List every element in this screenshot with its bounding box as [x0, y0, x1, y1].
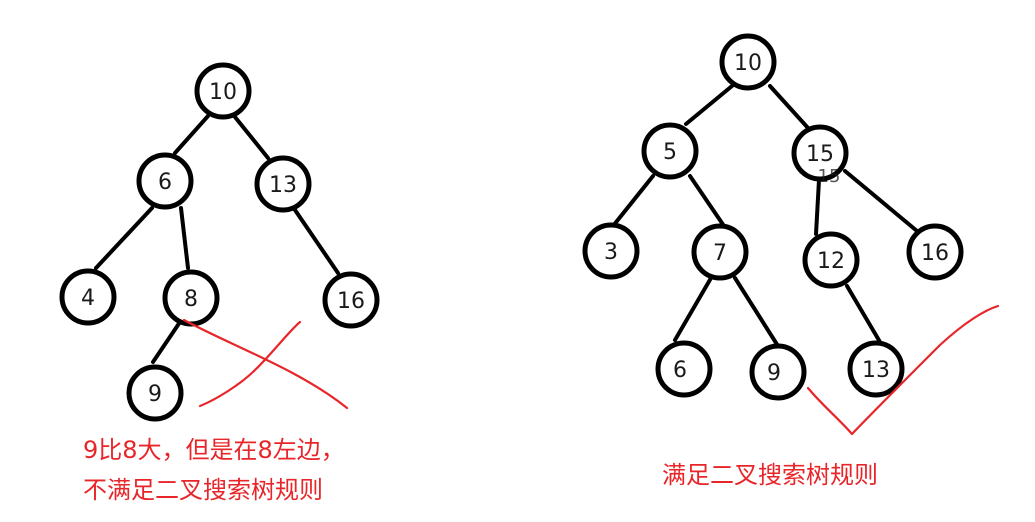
tree-node: 7	[691, 223, 749, 281]
cross-mark	[198, 320, 302, 408]
edge-12-13-right	[845, 284, 882, 344]
tree-node: 10	[194, 62, 252, 120]
edge-5-3-right	[611, 174, 655, 228]
node-label: 12	[817, 249, 845, 274]
edge-15-16-right	[843, 169, 919, 233]
node-label: 10	[209, 80, 237, 105]
node-label: 15	[806, 142, 834, 167]
node-label: 5	[663, 140, 677, 165]
node-label: 6	[158, 170, 172, 195]
check-mark	[806, 304, 1000, 436]
valid-caption: 满足二叉搜索树规则	[662, 461, 878, 489]
tree-node: 6	[655, 340, 713, 398]
annotation-marks	[182, 304, 1000, 436]
tree-node: 9	[749, 343, 807, 401]
tree-node: 12	[802, 231, 860, 289]
node-label: 6	[673, 358, 687, 383]
error-caption-line2: 不满足二叉搜索树规则	[83, 476, 323, 504]
node-label: 16	[337, 289, 365, 314]
node-label: 3	[604, 240, 618, 265]
tree-node: 9	[126, 364, 184, 422]
node-label: 9	[148, 382, 162, 407]
error-caption: 9比8大，但是在8左边， 不满足二叉搜索树规则	[83, 438, 345, 502]
tree-node: 10	[719, 33, 777, 91]
edge-10-15-right	[768, 84, 810, 130]
node-label: 16	[921, 241, 949, 266]
node-label: 8	[184, 287, 198, 312]
node-label: 10	[734, 51, 762, 76]
edge-10-6-left	[173, 114, 210, 155]
edge-6-8-left	[179, 206, 190, 270]
error-caption-line1: 9比8大，但是在8左边，	[83, 436, 345, 464]
edge-10-13-left	[233, 115, 270, 160]
node-label: 13	[269, 173, 297, 198]
node-label: 4	[81, 286, 95, 311]
tree-node: 16	[322, 271, 380, 329]
edge-7-9-right	[733, 276, 780, 348]
overwritten-label: 15	[818, 166, 841, 187]
tree-node: 16	[906, 223, 964, 281]
cross-mark	[182, 318, 349, 410]
node-label: 13	[862, 358, 890, 383]
edge-6-4-left	[94, 206, 154, 270]
tree-node: 3	[582, 222, 640, 280]
edge-5-7-right	[688, 174, 726, 228]
tree-edges	[94, 84, 919, 364]
tree-node: 13	[847, 340, 905, 398]
edge-13-16-left	[293, 208, 340, 275]
tree-node: 5	[641, 122, 699, 180]
tree-node: 13	[254, 155, 312, 213]
node-label: 7	[713, 241, 727, 266]
edge-10-5-right	[684, 84, 734, 126]
edge-15-12-right	[814, 178, 821, 236]
edge-8-9-left	[151, 320, 182, 364]
tree-node: 4	[59, 268, 117, 326]
node-label: 9	[767, 361, 781, 386]
tree-node: 6	[136, 152, 194, 210]
edge-7-6-right	[673, 276, 713, 342]
tree-node: 8	[162, 269, 220, 327]
